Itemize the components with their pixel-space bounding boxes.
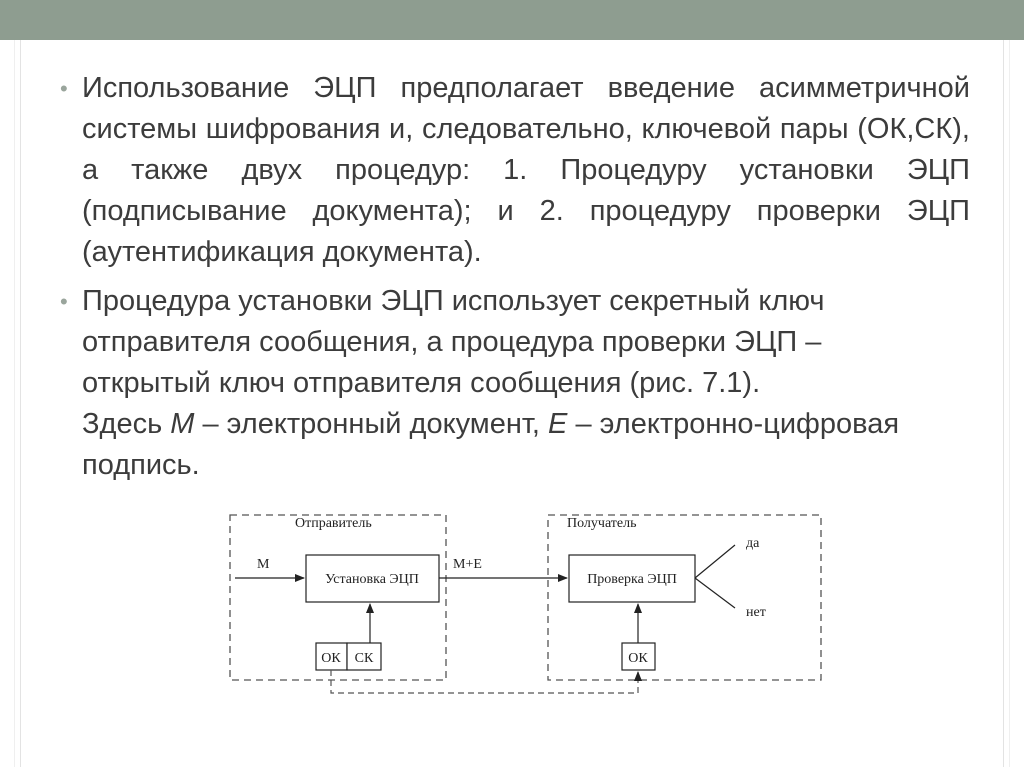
bullet-2-line-2: отправителя сообщения, а процедура прове… xyxy=(82,326,822,358)
text-fragment: Здесь xyxy=(82,408,171,440)
title-bar xyxy=(0,0,1024,40)
verify-box-label: Проверка ЭЦП xyxy=(587,572,677,587)
result-no: нет xyxy=(746,605,766,620)
left-border-line xyxy=(14,40,15,767)
text-fragment: – электронный документ, xyxy=(194,408,549,440)
signing-box-label: Установка ЭЦП xyxy=(325,572,419,587)
receiver-label: Получатель xyxy=(567,516,637,531)
public-key-transfer-path xyxy=(330,670,642,694)
sender-public-key: ОК xyxy=(321,651,341,666)
transfer-label: М+Е xyxy=(453,557,482,572)
bullet-2-line-5: подпись. xyxy=(82,449,200,481)
receiver-public-key: ОК xyxy=(628,651,648,666)
variable-e: Е xyxy=(548,408,568,440)
bullet-item-1: • Использование ЭЦП предполагает введени… xyxy=(60,68,970,273)
left-border-line-inner xyxy=(20,40,21,767)
bullet-2-line-1: Процедура установки ЭЦП использует секре… xyxy=(82,285,825,317)
sender-frame xyxy=(229,514,447,681)
right-border-line-inner xyxy=(1003,40,1004,767)
bullet-dot-icon: • xyxy=(60,289,68,314)
input-label-m: М xyxy=(257,557,270,572)
right-border-line xyxy=(1009,40,1010,767)
slide-content: • Использование ЭЦП предполагает введени… xyxy=(60,68,970,486)
receiver-public-key-box xyxy=(621,642,656,671)
diagram-canvas: Отправитель Получатель М Установка ЭЦП М… xyxy=(229,514,822,694)
bullet-dot-icon: • xyxy=(60,76,68,101)
sender-secret-key: СК xyxy=(355,651,374,666)
text-fragment: – электронно-цифровая xyxy=(567,408,900,440)
bullet-2-line-3: открытый ключ отправителя сообщения (рис… xyxy=(82,367,761,399)
bullet-2-line-4: Здесь М – электронный документ, Е – элек… xyxy=(82,404,970,445)
sender-public-key-box xyxy=(315,642,348,671)
bullet-text-2: Процедура установки ЭЦП использует секре… xyxy=(82,281,970,486)
result-yes: да xyxy=(746,536,760,551)
signing-box xyxy=(305,554,440,603)
yes-branch-line xyxy=(694,544,736,579)
variable-m: М xyxy=(170,408,195,440)
verify-box xyxy=(568,554,696,603)
bullet-text-1: Использование ЭЦП предполагает введение … xyxy=(82,72,970,268)
bullet-item-2: • Процедура установки ЭЦП использует сек… xyxy=(60,281,970,486)
receiver-frame xyxy=(547,514,822,681)
no-branch-line xyxy=(694,577,736,609)
signature-diagram: Отправитель Получатель М Установка ЭЦП М… xyxy=(225,505,830,705)
sender-label: Отправитель xyxy=(295,516,372,531)
sender-secret-key-box xyxy=(346,642,382,671)
